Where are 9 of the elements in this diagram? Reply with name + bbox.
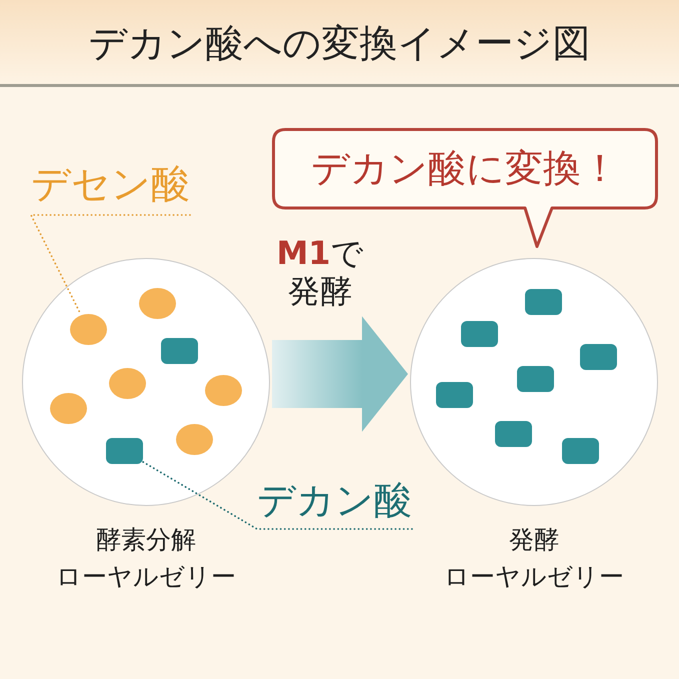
leader-line: [142, 461, 413, 530]
leader-label: デカン酸: [257, 474, 412, 526]
rounded-square-icon: [106, 438, 143, 464]
node-label: 発酵ローヤルゼリー: [444, 524, 624, 593]
oval-icon: [70, 314, 106, 344]
block-arrow: [272, 316, 408, 432]
node-label: 酵素分解ローヤルゼリー: [56, 524, 236, 593]
title: デカン酸への変換イメージ図: [88, 20, 590, 66]
leader-label: デセン酸: [31, 157, 190, 212]
